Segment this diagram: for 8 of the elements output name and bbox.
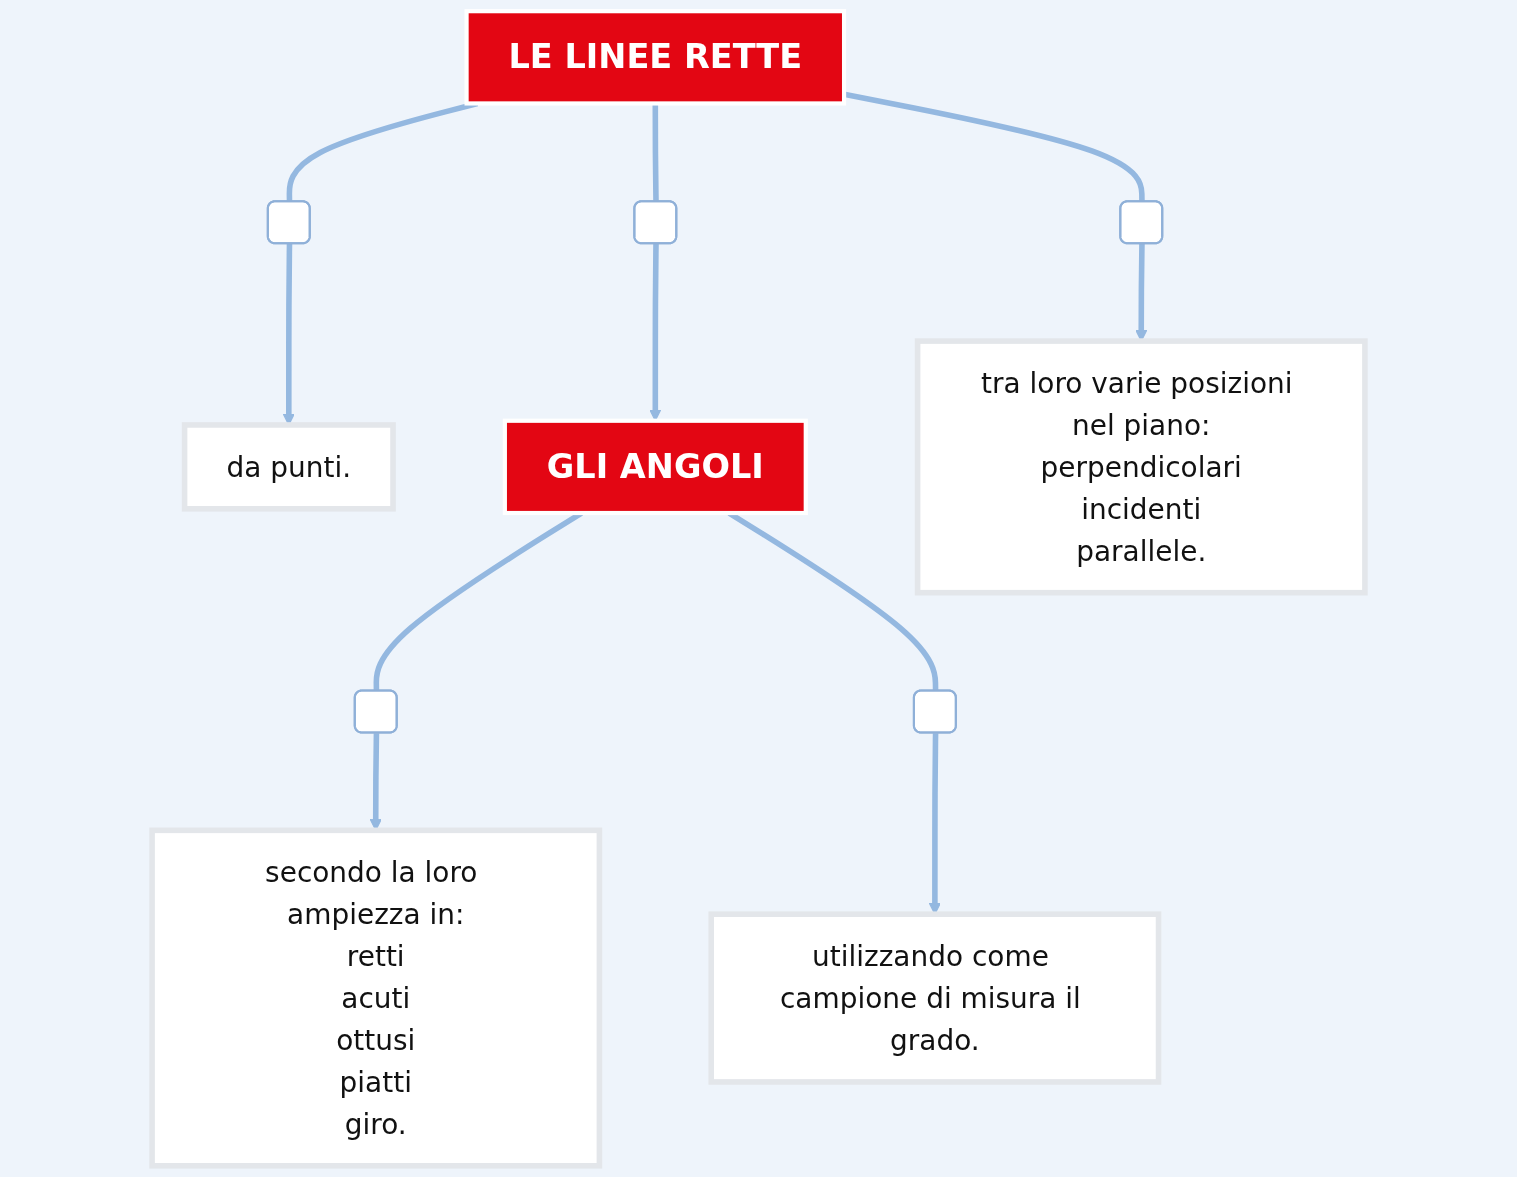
node-box: secondo la loro ampiezza in: retti acuti ottusi piatti giro.	[149, 827, 603, 1169]
node-box: da punti.	[181, 422, 396, 512]
connector	[843, 91, 1145, 203]
node-box: utilizzando come campione di misura il grado.	[708, 911, 1162, 1085]
node-box: LE LINEE RETTE	[464, 9, 847, 106]
node-box: GLI ANGOLI	[502, 418, 808, 516]
node-box: tra loro varie posizioni nel piano: perpendicolari incidenti parallele.	[914, 338, 1368, 596]
connector	[652, 103, 659, 203]
